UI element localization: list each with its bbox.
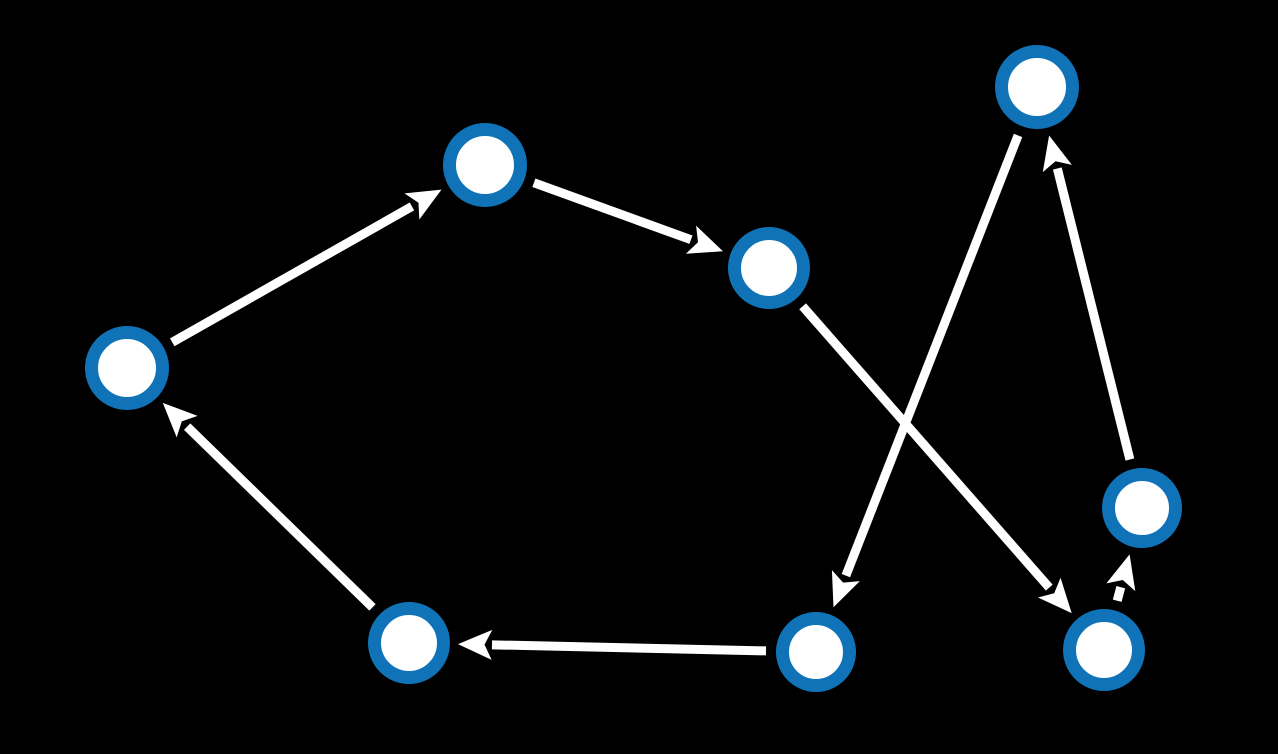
node-circle <box>1063 609 1145 691</box>
edge-arrowhead <box>685 225 723 254</box>
edge-line <box>491 640 767 656</box>
graph-edge[interactable] <box>1106 554 1136 602</box>
graph-edge[interactable] <box>1042 135 1135 461</box>
graph-node[interactable] <box>728 227 810 309</box>
edge-arrowhead <box>162 402 198 438</box>
nodes-layer <box>85 45 1182 692</box>
node-circle <box>995 45 1079 129</box>
edge-arrowhead <box>1038 577 1072 614</box>
graph-node[interactable] <box>1102 468 1182 548</box>
graph-edge[interactable] <box>831 133 1023 608</box>
edge-arrowhead <box>457 629 493 660</box>
node-circle <box>1102 468 1182 548</box>
graph-node[interactable] <box>85 326 169 410</box>
edge-line <box>532 178 693 244</box>
graph-edge[interactable] <box>162 402 376 611</box>
edge-arrowhead <box>404 189 442 220</box>
graph-edge[interactable] <box>799 303 1072 614</box>
graph-node[interactable] <box>776 612 856 692</box>
edge-arrowhead <box>1042 135 1072 173</box>
graph-node[interactable] <box>443 123 527 207</box>
edge-arrowhead <box>1106 554 1136 592</box>
edges-layer <box>162 133 1136 660</box>
node-circle <box>728 227 810 309</box>
graph-node[interactable] <box>995 45 1079 129</box>
node-circle <box>368 602 450 684</box>
graph-node[interactable] <box>1063 609 1145 691</box>
node-circle <box>776 612 856 692</box>
edge-line <box>1112 586 1126 602</box>
edge-line <box>799 303 1053 591</box>
node-circle <box>443 123 527 207</box>
edge-arrowhead <box>831 570 860 608</box>
edge-line <box>1052 167 1135 461</box>
graph-node[interactable] <box>368 602 450 684</box>
graph-edge[interactable] <box>457 629 767 660</box>
edge-line <box>841 133 1023 578</box>
node-circle <box>85 326 169 410</box>
edge-line <box>170 202 415 347</box>
graph-edge[interactable] <box>170 189 442 347</box>
graph-edge[interactable] <box>532 178 723 254</box>
edge-line <box>183 423 376 611</box>
